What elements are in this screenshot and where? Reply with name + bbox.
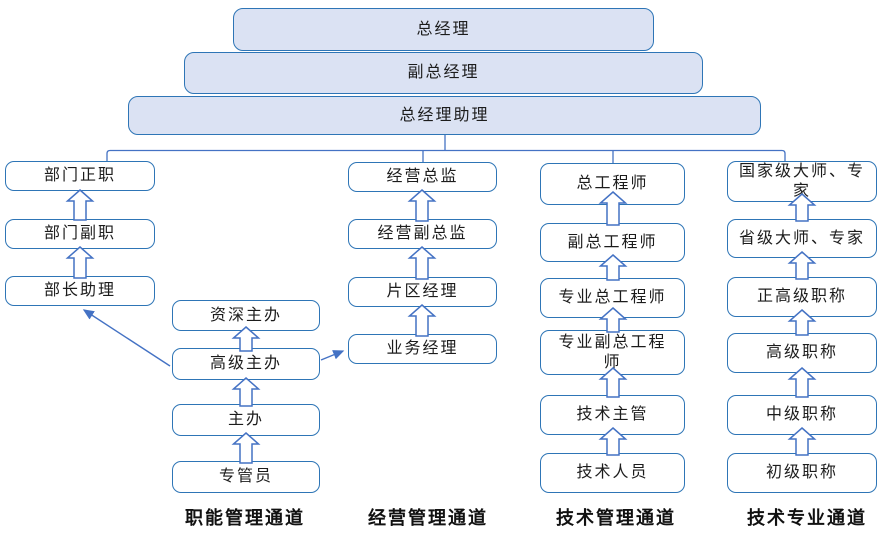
label-tech-mgmt-channel: 技术管理通道 (556, 508, 676, 528)
node-business-deputy-director: 经营副总监 (348, 219, 497, 249)
node-minister-assistant: 部长助理 (5, 276, 155, 306)
node-senior-title: 高级职称 (727, 333, 877, 373)
arrow-advanced-organizer-to-business-manager-icon (320, 350, 345, 361)
node-tech-staff: 技术人员 (540, 453, 685, 493)
up-arrow-icon (407, 246, 437, 280)
node-professional-chief-engineer: 专业总工程师 (540, 278, 685, 318)
label-business-channel: 经营管理通道 (368, 508, 488, 528)
node-senior-organizer: 资深主办 (172, 300, 320, 331)
node-intermediate-title: 中级职称 (727, 395, 877, 435)
up-arrow-icon (231, 432, 261, 464)
node-business-director: 经营总监 (348, 162, 497, 192)
node-professional-deputy-chief-engineer: 专业副总工程 师 (540, 330, 685, 375)
node-specialist: 专管员 (172, 461, 320, 493)
up-arrow-icon (65, 246, 95, 279)
node-chief-engineer: 总工程师 (540, 163, 685, 205)
up-arrow-icon (407, 189, 437, 222)
node-dept-deputy: 部门副职 (5, 219, 155, 249)
node-business-manager: 业务经理 (348, 334, 497, 364)
label-tech-professional-channel: 技术专业通道 (747, 508, 867, 528)
node-area-manager: 片区经理 (348, 277, 497, 307)
org-tree-connector-lines (106, 135, 786, 163)
node-advanced-organizer: 高级主办 (172, 348, 320, 380)
label-functional-channel: 职能管理通道 (185, 508, 305, 528)
node-deputy-chief-engineer: 副总工程师 (540, 223, 685, 262)
node-full-senior-title: 正高级职称 (727, 277, 877, 317)
node-provincial-master-expert: 省级大师、专家 (727, 219, 877, 258)
node-dept-head: 部门正职 (5, 161, 155, 191)
up-arrow-icon (407, 304, 437, 337)
connector-main-rail (106, 149, 786, 161)
arrow-advanced-organizer-to-minister-assistant-icon (82, 309, 171, 367)
node-national-master-expert: 国家级大师、专 家 (727, 161, 877, 202)
up-arrow-icon (65, 189, 95, 221)
node-deputy-general-manager: 副总经理 (184, 52, 703, 94)
node-organizer: 主办 (172, 404, 320, 436)
up-arrow-icon (231, 377, 261, 407)
node-junior-title: 初级职称 (727, 453, 877, 493)
node-general-manager: 总经理 (233, 8, 654, 51)
node-tech-supervisor: 技术主管 (540, 395, 685, 435)
node-gm-assistant: 总经理助理 (128, 96, 761, 135)
